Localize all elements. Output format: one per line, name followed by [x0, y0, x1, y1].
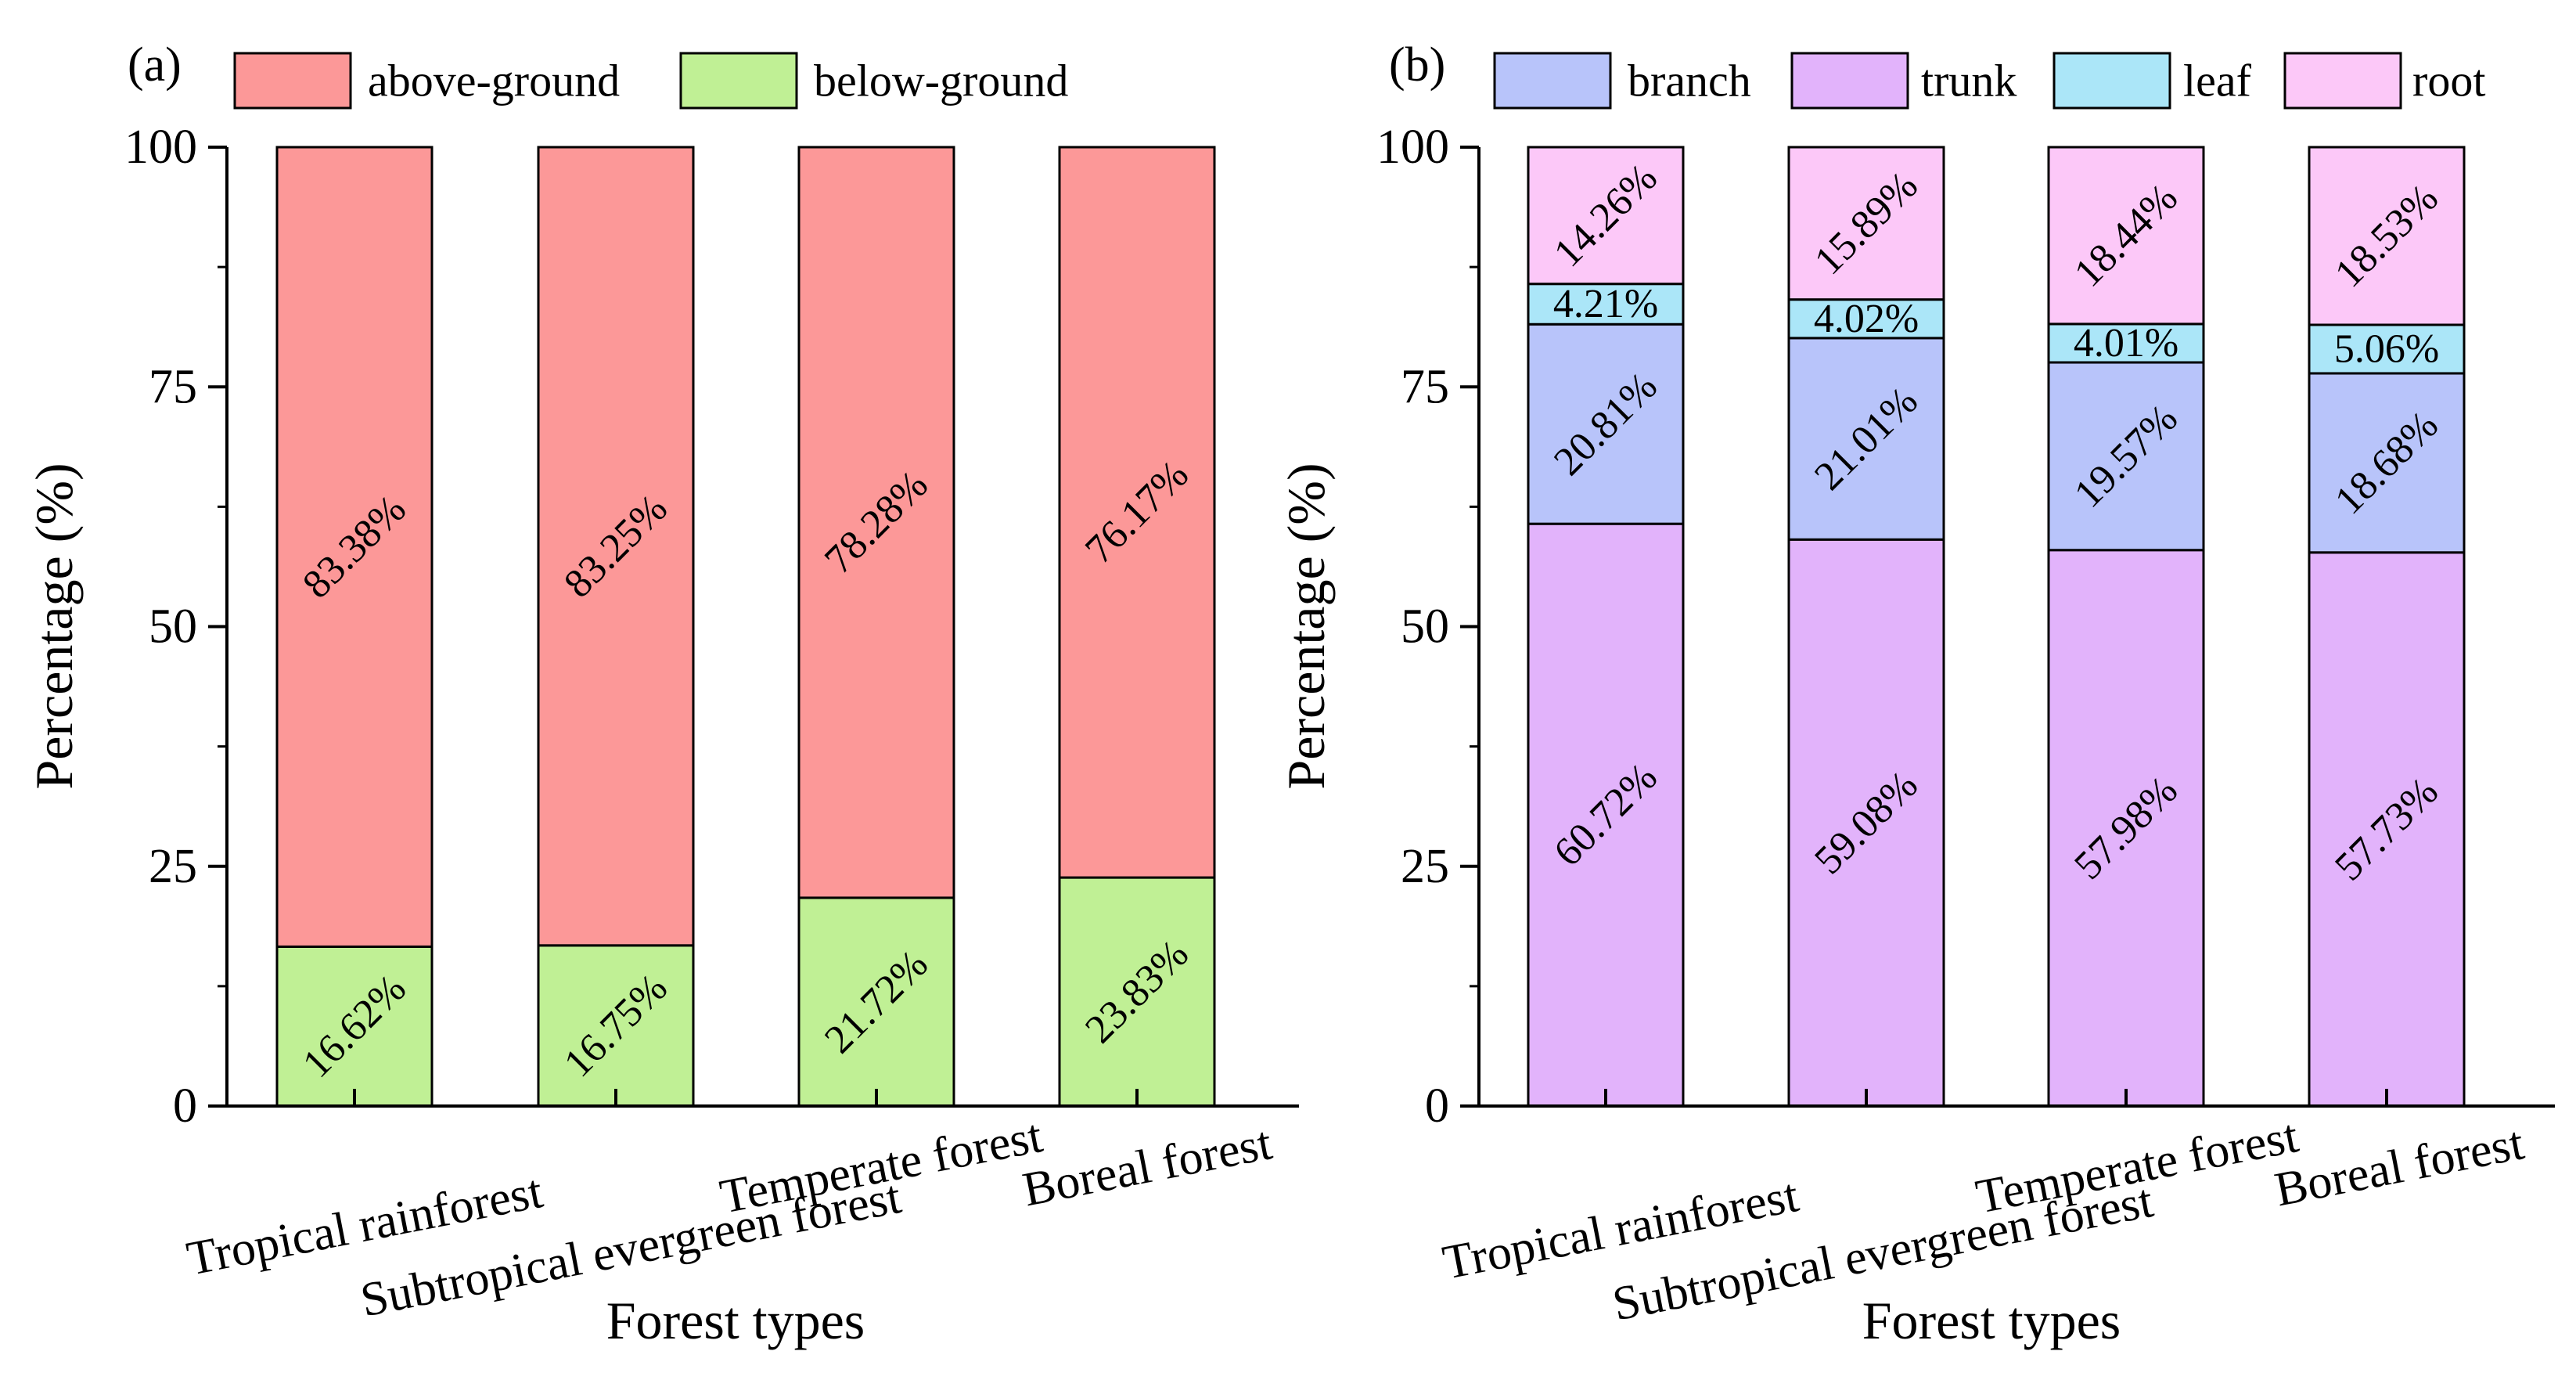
panel-a-y-tick-label-1: 25: [149, 840, 197, 893]
panel-b-legend-swatch-root: [2283, 52, 2402, 110]
panel-a-y-axis-title: Percentage (%): [24, 463, 84, 789]
panel-a-y-tick-label-3: 75: [149, 360, 197, 413]
panel-b-bar-leaf-2: [2047, 322, 2205, 364]
panel-b-bar-branch-0: [1527, 322, 1685, 525]
panel-b-panel-label: (b): [1389, 38, 1445, 92]
panel-a-y-tick-label-2: 50: [149, 600, 197, 654]
panel-b-bar-root-0: [1527, 146, 1685, 286]
panel-b-y-axis-title: Percentage (%): [1276, 463, 1336, 789]
panel-b-data-label-leaf-1: 4.02%: [1814, 297, 1919, 341]
panel-a-legend-swatch-below-ground: [679, 52, 798, 110]
panel-b-bar-leaf-0: [1527, 283, 1685, 326]
panel-b-data-label-leaf-3: 5.06%: [2334, 326, 2439, 371]
panel-b-bar-trunk-2: [2047, 549, 2205, 1108]
panel-a-x-tick-label-3: Boreal forest: [1019, 1116, 1276, 1216]
panel-a-y-tick-label-4: 100: [124, 121, 197, 174]
panel-a-bar-below-ground-0: [275, 945, 434, 1108]
panel-b-y-tick-label-3: 75: [1401, 360, 1449, 413]
panel-b-legend-label-branch: branch: [1628, 56, 1751, 106]
panel-b-legend-swatch-leaf: [2053, 52, 2171, 110]
panel-b-bar-root-3: [2308, 146, 2466, 326]
panel-b-legend-label-trunk: trunk: [1921, 56, 2017, 106]
panel-a-bar-above-ground-0: [275, 146, 434, 948]
panel-a-legend-label-below-ground: below-ground: [814, 56, 1068, 106]
panel-b-y-tick-label-2: 50: [1401, 600, 1449, 654]
panel-b-bar-trunk-1: [1787, 538, 1945, 1108]
panel-b-x-axis-title: Forest types: [1862, 1291, 2121, 1350]
panel-b-bar-leaf-1: [1787, 298, 1945, 340]
panel-b-bar-trunk-3: [2308, 551, 2466, 1108]
panel-a-legend-label-above-ground: above-ground: [368, 56, 620, 106]
panel-b-bar-root-1: [1787, 146, 1945, 301]
panel-a-bar-below-ground-3: [1058, 876, 1216, 1108]
panel-a-panel-label: (a): [128, 38, 182, 92]
panel-b-bar-branch-3: [2308, 372, 2466, 554]
panel-a-legend-swatch-above-ground: [233, 52, 352, 110]
panel-b-data-label-leaf-0: 4.21%: [1553, 282, 1658, 326]
panel-a-x-axis-title: Forest types: [606, 1291, 865, 1350]
panel-b-y-tick-label-4: 100: [1376, 121, 1449, 174]
panel-a-bar-above-ground-2: [797, 146, 955, 899]
panel-b-legend-label-root: root: [2412, 56, 2485, 106]
panel-b-bar-trunk-0: [1527, 522, 1685, 1108]
panel-a-bar-above-ground-3: [1058, 146, 1216, 879]
panel-b-data-label-leaf-2: 4.01%: [2074, 321, 2178, 366]
panel-a-y-tick-label-0: 0: [173, 1079, 197, 1133]
panel-b-legend-swatch-branch: [1493, 52, 1612, 110]
panel-b-x-tick-label-3: Boreal forest: [2271, 1116, 2528, 1216]
panel-b-bar-branch-1: [1787, 337, 1945, 541]
panel-b-y-tick-label-0: 0: [1425, 1079, 1449, 1133]
panel-a-bar-above-ground-1: [537, 146, 695, 947]
panel-b-bar-branch-2: [2047, 361, 2205, 552]
panel-b-legend-label-leaf: leaf: [2183, 56, 2252, 106]
panel-b-y-tick-label-1: 25: [1401, 840, 1449, 893]
panel-b-legend-swatch-trunk: [1790, 52, 1909, 110]
panel-a-bar-below-ground-1: [537, 944, 695, 1108]
panel-b-bar-root-2: [2047, 146, 2205, 326]
